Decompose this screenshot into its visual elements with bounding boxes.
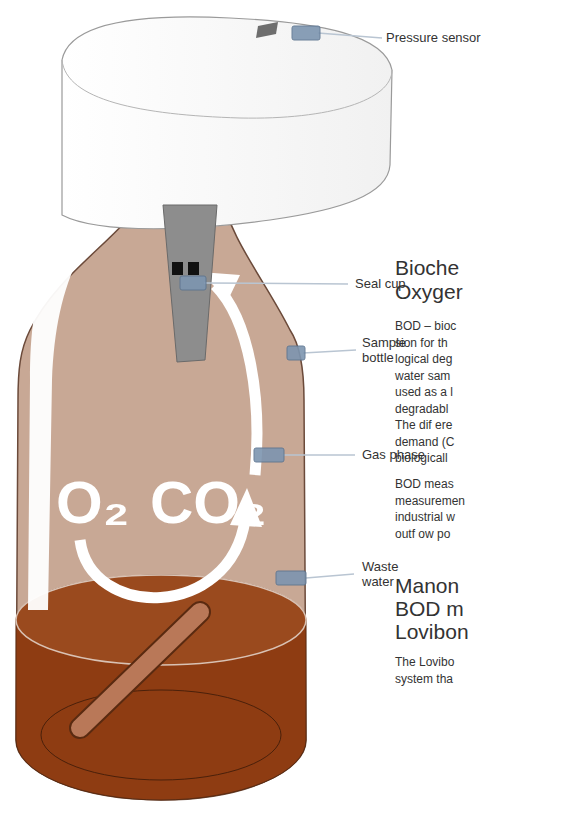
section-heading: Oxyger [395, 280, 463, 304]
sensor-cap [62, 17, 392, 229]
body-text: The dif ere [395, 419, 452, 433]
section-heading: Bioche [395, 256, 459, 280]
leader-line [303, 350, 356, 353]
body-text: system tha [395, 673, 453, 687]
gas-formula: O₂ [56, 468, 129, 537]
callout-marker [276, 571, 306, 585]
callout-marker [180, 276, 206, 290]
seal-hole [188, 262, 199, 275]
body-text: biologicall [395, 452, 448, 466]
callout-marker [287, 346, 305, 360]
pressure-sensor [256, 22, 278, 38]
stirrer-bar [80, 612, 200, 728]
body-text: outf ow po [395, 528, 450, 542]
body-text: measuremen [395, 495, 465, 509]
section-heading: Manon [395, 574, 459, 598]
cap-top-edge [62, 60, 392, 118]
callout-label: Pressure sensor [386, 31, 481, 46]
body-text: degradabl [395, 403, 448, 417]
body-text: The Lovibo [395, 656, 454, 670]
leader-line [318, 33, 382, 38]
body-text: logical deg [395, 353, 452, 367]
callout-marker [254, 448, 284, 462]
body-text: water sam [395, 370, 450, 384]
body-text: demand (C [395, 436, 454, 450]
seal-hole [172, 262, 183, 275]
body-text: industrial w [395, 511, 455, 525]
stirrer-bar-fill [80, 612, 200, 728]
leader-line [204, 283, 348, 284]
body-text: BOD meas [395, 478, 454, 492]
o2-flow-band [28, 240, 80, 610]
callout-marker [292, 26, 320, 40]
co2-arrow [215, 285, 257, 475]
leader-line [283, 454, 355, 456]
gas-formula: CO₂ [150, 468, 267, 537]
sample-bottle [16, 190, 306, 800]
section-heading: Lovibon [395, 620, 469, 644]
section-heading: BOD m [395, 597, 464, 621]
body-text: sion for th [395, 337, 448, 351]
body-text: used as a l [395, 386, 453, 400]
leader-line [306, 574, 354, 578]
waste-water [16, 575, 306, 800]
body-text: BOD – bioc [395, 320, 456, 334]
